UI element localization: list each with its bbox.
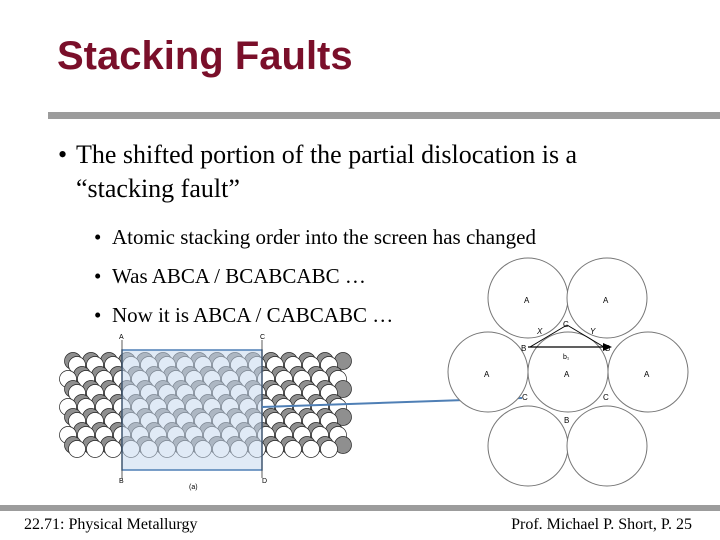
corner-label-d: D: [262, 478, 267, 485]
bullet-symbol: •: [94, 303, 102, 327]
sub-bullet-text: Atomic stacking order into the screen ha…: [112, 225, 536, 249]
atom-circle: [566, 257, 648, 339]
sub-bullet-3: • Now it is ABCA / CABCABC …: [94, 301, 393, 329]
corner-label-c: C: [260, 334, 265, 341]
site-label: C: [522, 393, 528, 402]
corner-label-b: B: [119, 478, 124, 485]
arrowhead: [603, 343, 612, 351]
site-label: B: [605, 344, 610, 353]
site-label: A: [484, 370, 490, 379]
site-label: A: [603, 296, 609, 305]
bullet-symbol: •: [94, 225, 102, 249]
main-bullet-text: The shifted portion of the partial dislo…: [76, 140, 578, 203]
footer-author-page: Prof. Michael P. Short, P. 25: [511, 516, 692, 533]
main-bullet: • The shifted portion of the partial dis…: [58, 138, 658, 206]
site-label: C: [563, 320, 569, 329]
corner-label-a: A: [119, 334, 124, 341]
sub-bullet-text: Now it is ABCA / CABCABC …: [112, 303, 394, 327]
site-label: B: [564, 416, 569, 425]
footer-divider: [0, 505, 720, 511]
site-label: A: [644, 370, 650, 379]
atom-circle: [607, 331, 689, 413]
title-divider: [48, 112, 720, 119]
atom: [284, 440, 302, 458]
close-packed-figure: A A A A A B B B C C C X Y b₁: [447, 257, 689, 487]
slide-title: Stacking Faults: [57, 34, 353, 78]
site-label: A: [564, 370, 570, 379]
atom: [86, 440, 104, 458]
sub-bullet-2: • Was ABCA / BCABCABC …: [94, 262, 366, 290]
site-label: A: [524, 296, 530, 305]
atom: [302, 440, 320, 458]
atom: [68, 440, 86, 458]
site-label: X: [536, 327, 543, 336]
sub-bullet-text: Was ABCA / BCABCABC …: [112, 264, 366, 288]
atom: [266, 440, 284, 458]
atom: [320, 440, 338, 458]
partial-vector-y: [566, 324, 605, 348]
vector-label: b₁: [563, 354, 570, 361]
atom: [104, 440, 122, 458]
site-label: C: [603, 393, 609, 402]
site-label: B: [521, 344, 526, 353]
partial-vector-x: [529, 324, 568, 348]
atom-circle: [487, 405, 569, 487]
sub-bullet-1: • Atomic stacking order into the screen h…: [94, 223, 536, 251]
highlight-box: [121, 349, 263, 471]
bullet-symbol: •: [58, 140, 68, 169]
atom-circle: [566, 405, 648, 487]
figure-caption: (a): [189, 484, 198, 491]
site-label: Y: [590, 327, 596, 336]
bullet-symbol: •: [94, 264, 102, 288]
footer-course: 22.71: Physical Metallurgy: [24, 516, 198, 533]
